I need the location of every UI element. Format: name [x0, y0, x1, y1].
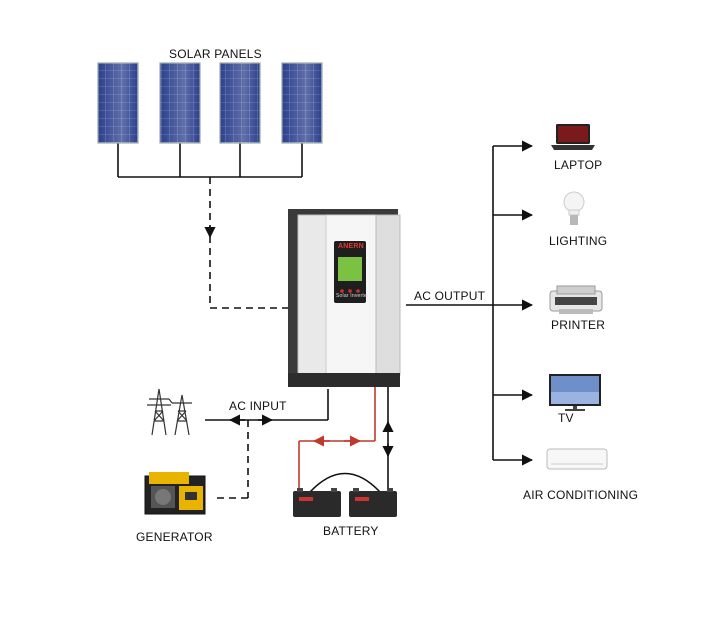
solar-panel-4 [281, 62, 323, 144]
generator-icon [141, 468, 211, 518]
inverter-brand: ANERN [338, 243, 364, 250]
light-bulb-icon [562, 190, 586, 228]
solar-panel-1 [97, 62, 139, 144]
output-label-printer: PRINTER [551, 318, 606, 332]
battery-icon [291, 487, 401, 519]
solar-panel-array [97, 62, 323, 144]
ac-output-label: AC OUTPUT [414, 289, 486, 303]
output-label-air-conditioning: AIR CONDITIONING [523, 488, 639, 502]
generator-label: GENERATOR [136, 530, 213, 544]
panel-bus [117, 143, 303, 178]
laptop-icon [550, 122, 596, 152]
solar-inverter: ANERN Solar Inverter [286, 207, 408, 389]
battery-red-link [298, 382, 376, 488]
output-label-laptop: LAPTOP [554, 158, 603, 172]
ac-input-label: AC INPUT [229, 399, 287, 413]
battery-label: BATTERY [323, 524, 379, 538]
battery-1 [293, 488, 341, 517]
battery-cable [309, 472, 381, 493]
inverter-caption: Solar Inverter [336, 293, 369, 299]
battery-2 [349, 488, 397, 517]
solar-panel-2 [159, 62, 201, 144]
tv-icon [547, 372, 603, 412]
air-conditioner-icon [545, 447, 609, 473]
power-pylon-icon [142, 385, 200, 437]
printer-icon [547, 283, 605, 317]
ac-output-arrows [493, 140, 534, 466]
ac-output-bus [406, 146, 494, 460]
output-label-tv: TV [558, 411, 574, 425]
solar-panel-3 [219, 62, 261, 144]
generator-dashed-link [215, 420, 249, 499]
dc-dashed-link [209, 177, 288, 309]
output-label-lighting: LIGHTING [549, 234, 608, 248]
solar-panels-label: SOLAR PANELS [169, 47, 262, 61]
